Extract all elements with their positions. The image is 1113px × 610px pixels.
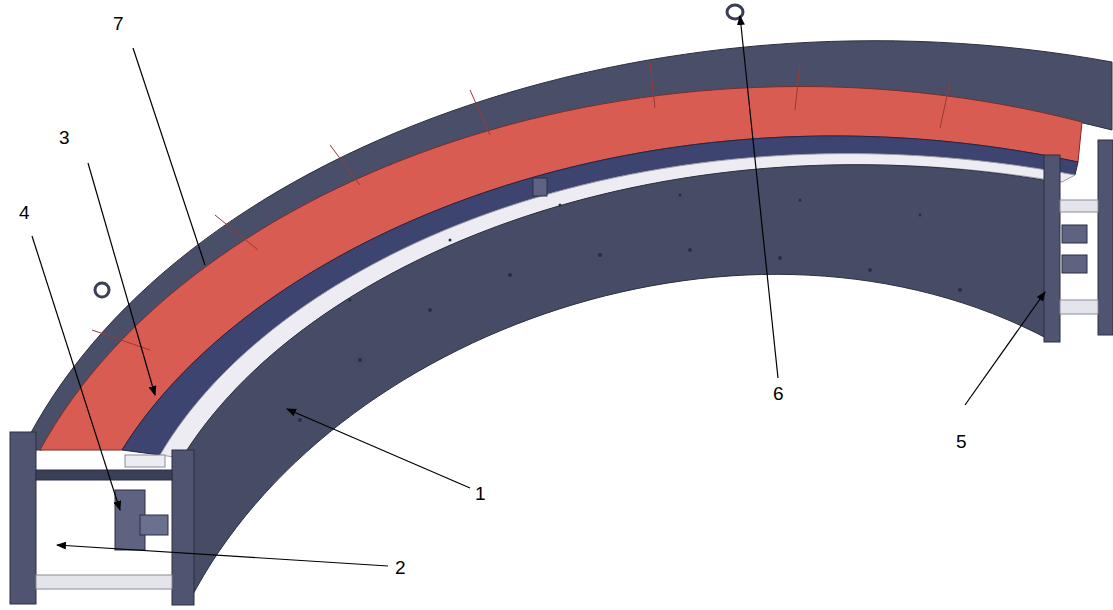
callout-number: 1 [474, 484, 487, 503]
callout-number: 3 [58, 128, 71, 147]
callout-number: 4 [18, 203, 31, 222]
callout-number: 6 [772, 384, 785, 403]
callout-number: 2 [394, 558, 407, 577]
callout-number: 7 [112, 14, 125, 33]
callout-number: 5 [955, 432, 968, 451]
